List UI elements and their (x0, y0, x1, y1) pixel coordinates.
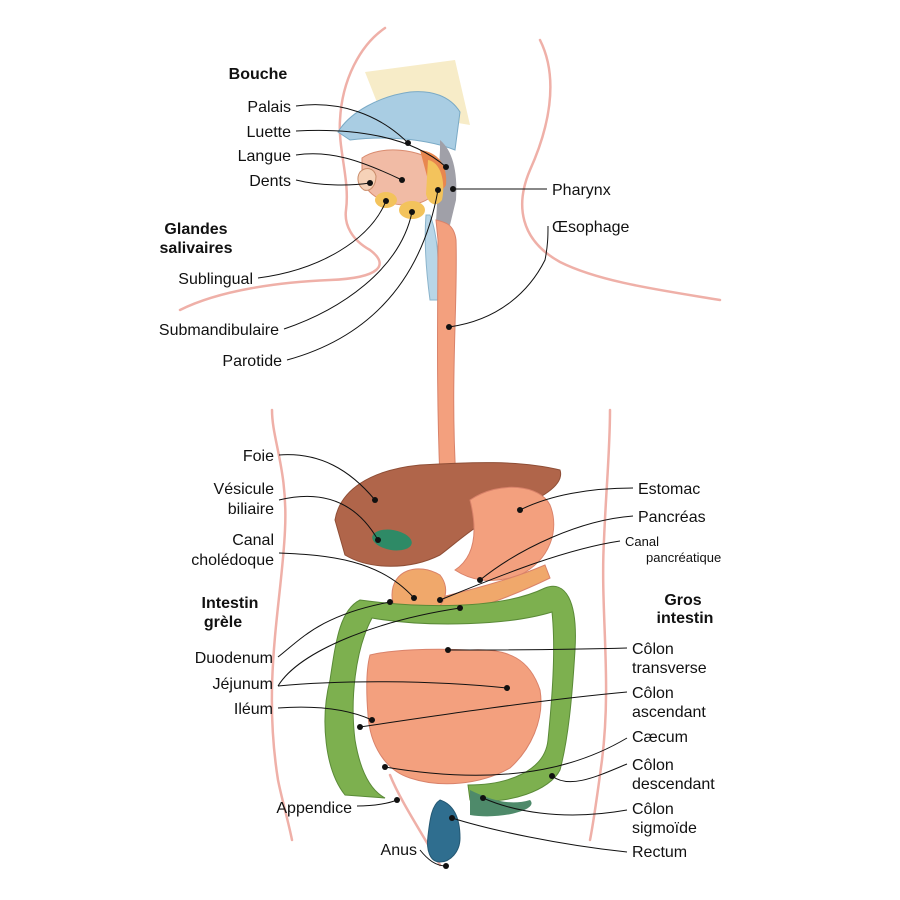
leader-canal-choledoque (278, 552, 415, 599)
leader-colon-ascendant (359, 691, 628, 728)
leader-parotide (286, 189, 439, 361)
heading-mouth: Bouche (229, 66, 288, 83)
label-jejunum: Jéjunum (213, 676, 273, 693)
label-colon-transverse-2: transverse (632, 660, 707, 677)
label-canal-choledoque-2: cholédoque (191, 552, 274, 569)
label-luette: Luette (247, 124, 292, 141)
label-vesicule-1: Vésicule (214, 481, 275, 498)
label-dents: Dents (249, 173, 291, 190)
stomach (454, 486, 555, 581)
label-ileum: Iléum (234, 701, 273, 718)
leader-canal-pancreatique (439, 540, 621, 601)
leader-colon-descendant (551, 763, 628, 783)
label-duodenum: Duodenum (195, 650, 273, 667)
leader-estomac (519, 487, 634, 511)
label-pancreas: Pancréas (638, 509, 706, 526)
leader-vesicule (278, 495, 379, 541)
heading-salivary-2: salivaires (160, 240, 233, 257)
label-colon-descendant-1: Côlon (632, 757, 674, 774)
rectum (427, 799, 461, 863)
leader-submandibulaire (283, 211, 413, 330)
leader-colon-transverse (447, 647, 628, 651)
label-appendice: Appendice (276, 800, 352, 817)
label-parotide: Parotide (222, 353, 282, 370)
palate (337, 91, 461, 151)
label-pharynx: Pharynx (552, 182, 611, 199)
esophagus (435, 219, 457, 481)
heading-salivary-1: Glandes (164, 221, 227, 238)
label-anus: Anus (381, 842, 417, 859)
larynx (424, 214, 440, 301)
label-caecum: Cæcum (632, 729, 688, 746)
leader-duodenum (277, 601, 391, 658)
colon (324, 585, 576, 802)
leader-langue (295, 153, 403, 181)
leader-appendice (356, 799, 398, 807)
label-colon-descendant-2: descendant (632, 776, 715, 793)
label-colon-sigmoide-1: Côlon (632, 801, 674, 818)
label-colon-sigmoide-2: sigmoïde (632, 820, 697, 837)
leader-palais (295, 104, 409, 144)
label-canal-pancreatique-1: Canal (625, 534, 659, 549)
heading-large-intestine-1: Gros (664, 592, 701, 609)
label-colon-ascendant-1: Côlon (632, 685, 674, 702)
leader-rectum (451, 817, 628, 853)
label-rectum: Rectum (632, 844, 687, 861)
marker-dots (357, 140, 555, 869)
leader-caecum (384, 737, 628, 776)
heading-small-intestine-1: Intestin (202, 595, 259, 612)
label-vesicule-2: biliaire (228, 501, 274, 518)
heading-large-intestine-2: intestin (657, 610, 714, 627)
parotid-gland (426, 160, 444, 205)
label-canal-pancreatique-2: pancréatique (646, 550, 721, 565)
label-sublingual: Sublingual (178, 271, 253, 288)
leader-pancreas (479, 515, 634, 581)
sigmoid-colon (470, 790, 532, 817)
label-estomac: Estomac (638, 481, 700, 498)
leader-oesophage (448, 225, 549, 328)
leader-ileum (277, 706, 373, 721)
label-canal-choledoque-1: Canal (232, 532, 274, 549)
small-intestine (366, 648, 542, 785)
gallbladder (372, 529, 412, 551)
label-foie: Foie (243, 448, 274, 465)
leader-luette (295, 129, 447, 168)
leader-jejunum-1 (277, 607, 461, 687)
leader-colon-sigmoide (482, 797, 628, 816)
leader-dents (295, 179, 371, 186)
label-colon-ascendant-2: ascendant (632, 704, 706, 721)
leader-foie (278, 454, 376, 501)
leader-sublingual (257, 200, 387, 279)
label-colon-transverse-1: Côlon (632, 641, 674, 658)
abdomen-organs (324, 462, 576, 863)
label-langue: Langue (238, 148, 291, 165)
leader-lines (257, 104, 634, 867)
heading-small-intestine-2: grèle (204, 614, 242, 631)
body-outline (178, 26, 722, 867)
label-oesophage: Œsophage (552, 219, 629, 236)
leader-jejunum-2 (277, 681, 508, 689)
label-palais: Palais (247, 99, 291, 116)
label-submandibulaire: Submandibulaire (159, 322, 279, 339)
